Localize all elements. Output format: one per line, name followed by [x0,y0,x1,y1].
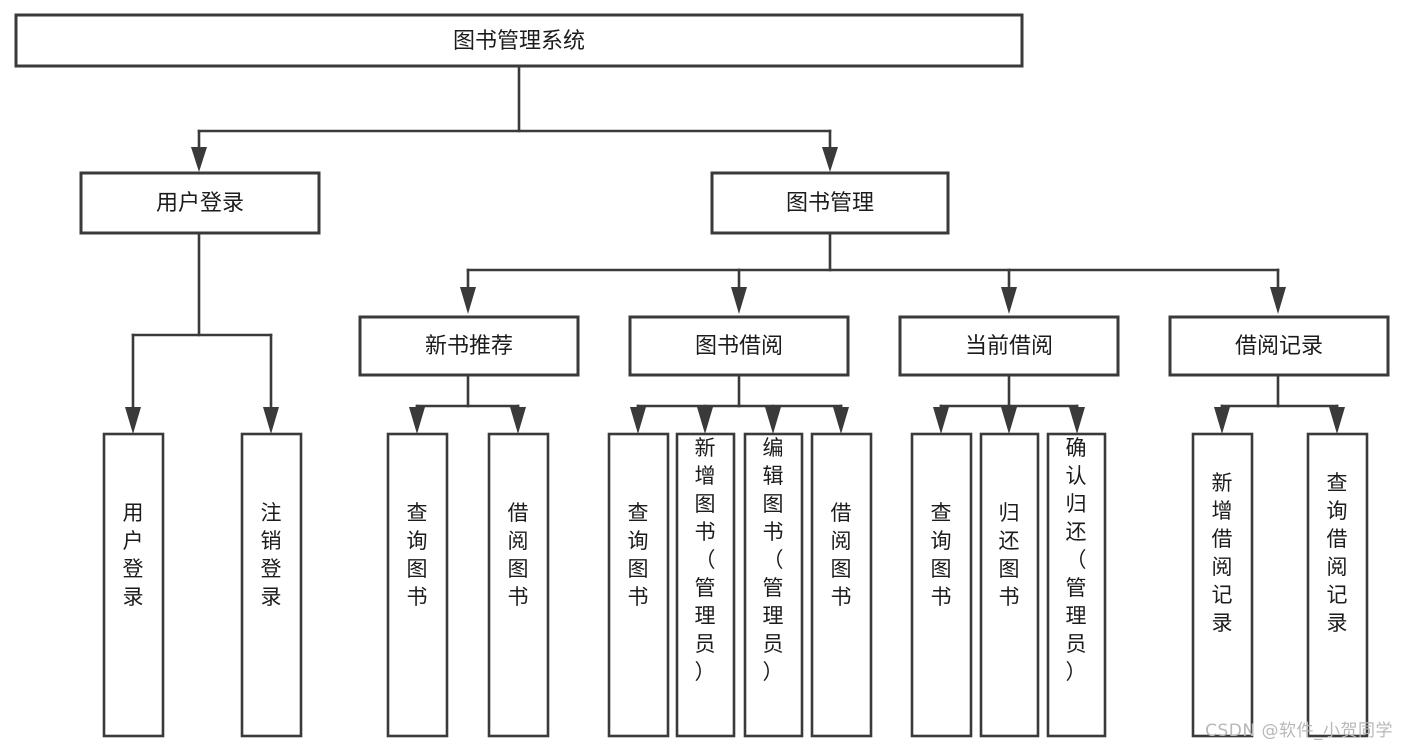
leaf-borrow-record-2-box[interactable] [1306,432,1369,738]
leaf-current-borrow-1-label: 查询图书 [931,501,952,609]
arrow-head-newbook-leaf-1 [409,407,425,434]
connector-group-current-borrow [933,373,1085,434]
node-book-manage-box[interactable] [710,171,950,235]
arrow-head-record-leaf-2 [1329,407,1345,434]
leaf-new-book-2-label: 借阅图书 [508,501,529,609]
arrow-head-record-leaf-1 [1214,407,1230,434]
arrow-head-root-to-user [191,147,207,172]
leaf-new-book-1-label: 查询图书 [407,501,428,609]
leaf-new-book-1[interactable]: 查询图书 [386,432,449,738]
arrow-head-current-leaf-2 [1001,407,1017,434]
arrow-head-borrow-leaf-1 [630,407,646,434]
node-book-borrow-box[interactable] [628,315,850,377]
leaf-book-borrow-3-label: 编辑图书（管理员） [763,436,784,684]
leaf-book-borrow-2-label: 新增图书（管理员） [695,436,716,684]
leaf-book-borrow-4[interactable]: 借阅图书 [810,432,873,738]
leaf-current-borrow-3-label: 确认归还（管理员） [1066,436,1087,684]
connector-group-user-login [125,231,279,434]
leaf-current-borrow-1-box[interactable] [910,432,973,738]
connector-group-root [191,64,838,172]
connector-group-new-book [409,373,526,434]
node-user-login-box[interactable] [79,171,321,235]
leaf-borrow-record-2-label: 查询借阅记录 [1327,471,1348,635]
arrow-head-user-leaf-2 [263,407,279,434]
leaf-current-borrow-1[interactable]: 查询图书 [910,432,973,738]
node-root-label: 图书管理系统 [453,29,585,54]
arrow-head-current-leaf-1 [933,407,949,434]
leaf-book-borrow-1[interactable]: 查询图书 [607,432,670,738]
node-book-borrow[interactable]: 图书借阅 [628,315,850,377]
csdn-watermark: CSDN @软件_小贺同学 [1205,721,1393,741]
leaf-user-login-2[interactable]: 注销登录 [240,432,303,738]
leaf-borrow-record-2[interactable]: 查询借阅记录 [1306,432,1369,738]
leaf-user-login-2-label: 注销登录 [261,501,282,609]
leaf-book-borrow-1-label: 查询图书 [628,501,649,609]
node-book-manage-label: 图书管理 [786,191,874,216]
node-book-borrow-label: 图书借阅 [695,334,783,359]
leaf-current-borrow-2-box[interactable] [979,432,1040,738]
leaf-user-login-1-label: 用户登录 [123,501,144,609]
node-root-box[interactable] [14,13,1024,68]
leaf-book-borrow-1-box[interactable] [607,432,670,738]
leaf-user-login-1-box[interactable] [102,432,165,738]
leaf-book-borrow-4-box[interactable] [810,432,873,738]
node-current-borrow-label: 当前借阅 [965,334,1053,359]
arrow-head-current-leaf-3 [1069,407,1085,434]
leaf-new-book-2-box[interactable] [487,432,550,738]
arrow-head-book-child-1 [460,287,476,314]
arrow-head-user-leaf-1 [125,407,141,434]
leaf-book-borrow-2-box[interactable] [675,432,736,738]
connector-group-borrow-record [1214,373,1345,434]
leaf-book-borrow-4-label: 借阅图书 [831,501,852,609]
leaf-current-borrow-2[interactable]: 归还图书 [979,432,1040,738]
node-borrow-record-label: 借阅记录 [1235,334,1323,359]
leaf-book-borrow-3[interactable]: 编辑图书（管理员） [743,432,804,738]
leaf-borrow-record-1-box[interactable] [1191,432,1254,738]
leaf-current-borrow-3[interactable]: 确认归还（管理员） [1046,432,1107,738]
arrow-head-book-child-4 [1270,287,1286,314]
leaf-current-borrow-2-label: 归还图书 [999,501,1020,609]
node-user-login[interactable]: 用户登录 [79,171,321,235]
connector-group-book-manage [460,231,1286,314]
leaf-current-borrow-3-box[interactable] [1046,432,1107,738]
node-new-book-box[interactable] [358,315,580,377]
node-root[interactable]: 图书管理系统 [14,13,1024,68]
arrow-head-book-child-2 [731,287,747,314]
node-borrow-record-box[interactable] [1168,315,1390,377]
arrow-head-book-child-3 [1001,287,1017,314]
leaf-new-book-2[interactable]: 借阅图书 [487,432,550,738]
leaf-book-borrow-3-box[interactable] [743,432,804,738]
node-current-borrow[interactable]: 当前借阅 [898,315,1120,377]
leaf-user-login-2-box[interactable] [240,432,303,738]
leaf-borrow-record-1-label: 新增借阅记录 [1212,471,1233,635]
leaf-user-login-1[interactable]: 用户登录 [102,432,165,738]
node-current-borrow-box[interactable] [898,315,1120,377]
arrow-head-borrow-leaf-2 [697,407,713,434]
arrow-head-borrow-leaf-4 [833,407,849,434]
leaf-new-book-1-box[interactable] [386,432,449,738]
leaf-borrow-record-1[interactable]: 新增借阅记录 [1191,432,1254,738]
leaf-book-borrow-2[interactable]: 新增图书（管理员） [675,432,736,738]
node-book-manage[interactable]: 图书管理 [710,171,950,235]
node-new-book-label: 新书推荐 [425,334,513,359]
node-borrow-record[interactable]: 借阅记录 [1168,315,1390,377]
arrow-head-borrow-leaf-3 [765,407,781,434]
node-user-login-label: 用户登录 [156,191,244,216]
arrow-head-root-to-book [822,147,838,172]
connector-group-book-borrow [630,373,849,434]
node-new-book[interactable]: 新书推荐 [358,315,580,377]
arrow-head-newbook-leaf-2 [510,407,526,434]
